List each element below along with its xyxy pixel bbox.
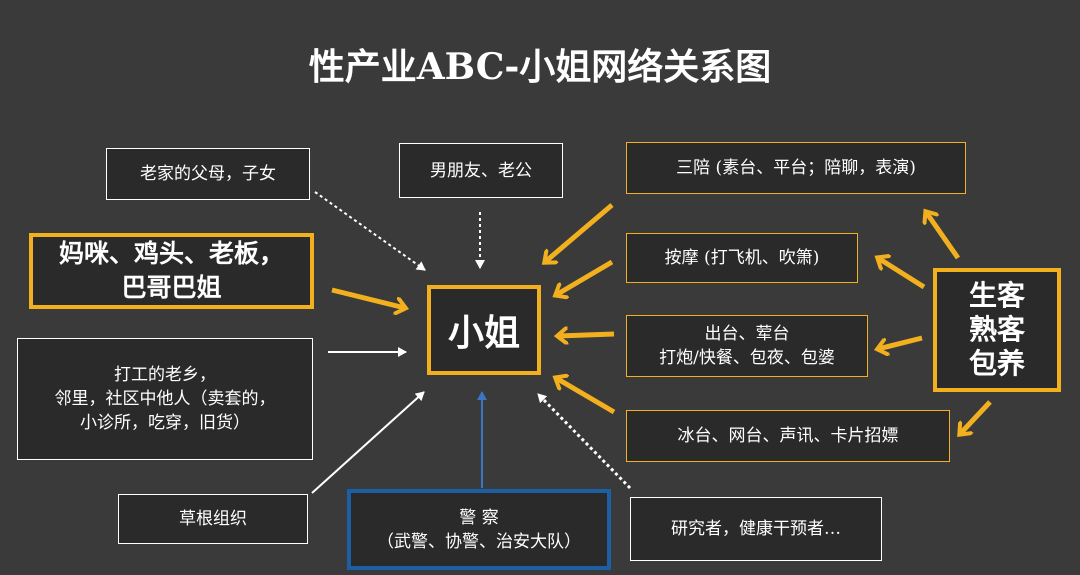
label-service-online: 冰台、网台、声讯、卡片招嫖 — [677, 426, 899, 446]
arrow-client-online — [960, 400, 992, 434]
arrow-client-chutai — [878, 335, 923, 349]
box-boyfriend-husband: 男朋友、老公 — [399, 143, 563, 198]
label-parents-children: 老家的父母，子女 — [140, 164, 276, 184]
box-clients: 生客 熟客 包养 — [933, 268, 1061, 392]
arrow-massage — [556, 259, 614, 295]
arrow-online — [556, 378, 616, 415]
box-service-massage: 按摩 (打飞机、吹箫) — [626, 233, 858, 283]
arrow-sanpei — [545, 203, 614, 262]
box-center-xiaojie: 小姐 — [427, 285, 541, 375]
label-police-line-1: 警 察 — [459, 507, 499, 528]
arrow-madam — [331, 287, 405, 308]
label-service-chutai-line-2: 打炮/快餐、包夜、包婆 — [659, 348, 835, 368]
label-madam-line-2: 巴哥巴姐 — [121, 273, 222, 302]
box-parents-children: 老家的父母，子女 — [106, 148, 310, 200]
label-client-kept: 包养 — [968, 347, 1025, 380]
arrow-chutai — [558, 334, 615, 336]
label-center: 小姐 — [447, 312, 520, 354]
arrow-researcher — [536, 392, 632, 490]
box-service-online: 冰台、网台、声讯、卡片招嫖 — [626, 410, 950, 462]
label-grassroots: 草根组织 — [179, 509, 247, 529]
box-service-sanpei: 三陪 (素台、平台；陪聊，表演) — [626, 142, 966, 194]
box-service-chutai: 出台、荤台 打炮/快餐、包夜、包婆 — [626, 315, 868, 377]
arrow-client-sanpei — [926, 212, 961, 260]
box-researcher: 研究者，健康干预者… — [630, 497, 882, 561]
label-madam-line-1: 妈咪、鸡头、老板， — [58, 239, 284, 268]
label-service-chutai-line-1: 出台、荤台 — [704, 324, 790, 344]
label-police-line-2: （武警、协警、治安大队） — [377, 531, 581, 552]
label-client-regular: 熟客 — [968, 313, 1025, 346]
box-grassroots: 草根组织 — [118, 494, 308, 544]
label-workers-line-1: 打工的老乡， — [114, 365, 216, 385]
label-service-massage: 按摩 (打飞机、吹箫) — [664, 248, 820, 268]
arrow-client-massage — [878, 258, 926, 290]
label-boyfriend-husband: 男朋友、老公 — [430, 160, 532, 181]
arrow-grassroots — [311, 391, 425, 494]
arrow-parents — [314, 191, 426, 271]
box-madam-pimp-boss: 妈咪、鸡头、老板， 巴哥巴姐 — [29, 233, 314, 309]
label-client-new: 生客 — [968, 279, 1025, 312]
label-workers-line-2: 邻里，社区中他人（卖套的， — [54, 389, 276, 409]
label-workers-line-3: 小诊所，吃穿，旧货） — [80, 413, 250, 433]
box-fellow-workers: 打工的老乡， 邻里，社区中他人（卖套的， 小诊所，吃穿，旧货） — [17, 338, 313, 460]
diagram-title: 性产业ABC-小姐网络关系图 — [308, 46, 772, 88]
box-police: 警 察 （武警、协警、治安大队） — [347, 489, 611, 570]
label-service-sanpei: 三陪 (素台、平台；陪聊，表演) — [676, 158, 916, 178]
label-researcher: 研究者，健康干预者… — [671, 519, 841, 539]
